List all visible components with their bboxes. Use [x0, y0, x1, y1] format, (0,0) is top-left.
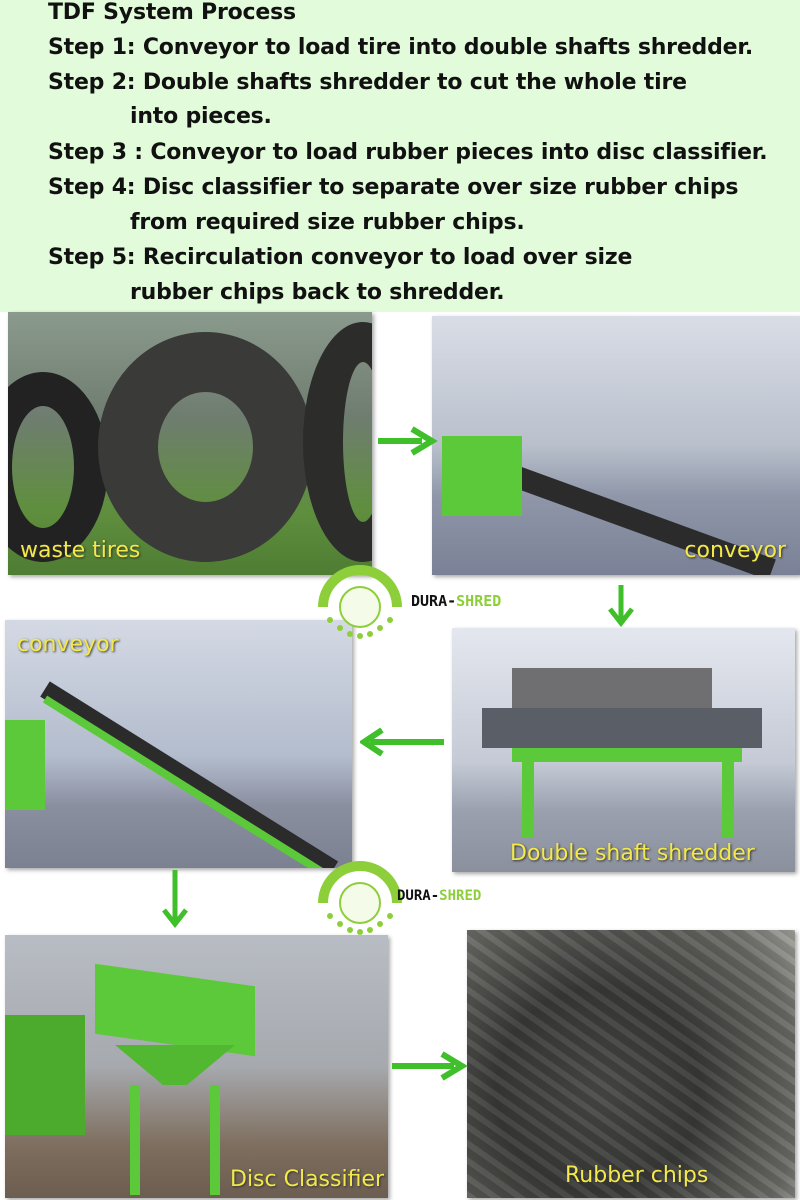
step-4-cont: from required size rubber chips.	[130, 210, 525, 235]
process-description: TDF System Process Step 1: Conveyor to l…	[0, 0, 800, 312]
logo-emblem-icon	[318, 565, 402, 639]
caption-conveyor-2: conveyor	[17, 632, 119, 657]
step-2-cont: into pieces.	[130, 104, 272, 129]
caption-rubber-chips: Rubber chips	[565, 1163, 709, 1188]
caption-disc-classifier: Disc Classifier	[230, 1167, 385, 1192]
step-1: Step 1: Conveyor to load tire into doubl…	[48, 35, 754, 60]
logo-text-shred: SHRED	[456, 592, 502, 610]
caption-waste-tires: waste tires	[20, 538, 141, 563]
step-3: Step 3 : Conveyor to load rubber pieces …	[48, 140, 768, 165]
step-5: Step 5: Recirculation conveyor to load o…	[48, 245, 633, 270]
photo-disc-classifier: Disc Classifier	[5, 935, 388, 1198]
caption-double-shaft-shredder: Double shaft shredder	[510, 841, 755, 866]
photo-conveyor-1: conveyor	[432, 316, 800, 575]
arrow-left-icon	[360, 727, 444, 757]
caption-conveyor-1: conveyor	[684, 538, 786, 563]
photo-waste-tires: waste tires	[8, 312, 372, 575]
logo-emblem-icon	[318, 861, 402, 935]
arrow-right-icon	[378, 426, 438, 456]
arrow-down-icon	[162, 870, 188, 928]
step-5-cont: rubber chips back to shredder.	[130, 280, 505, 305]
logo-text-dura: DURA-	[397, 888, 440, 904]
arrow-down-icon	[608, 585, 634, 627]
process-title: TDF System Process	[48, 0, 296, 25]
dura-shred-logo: DURA-SHRED	[315, 858, 515, 936]
logo-text-shred: SHRED	[439, 888, 482, 904]
arrow-right-icon	[392, 1051, 468, 1081]
dura-shred-logo: DURA-SHRED	[315, 562, 545, 640]
photo-conveyor-2: conveyor	[5, 620, 352, 868]
photo-rubber-chips: Rubber chips	[467, 930, 795, 1198]
step-2: Step 2: Double shafts shredder to cut th…	[48, 70, 687, 95]
logo-text-dura: DURA-	[411, 592, 457, 610]
photo-double-shaft-shredder: Double shaft shredder	[452, 628, 795, 872]
step-4: Step 4: Disc classifier to separate over…	[48, 175, 739, 200]
